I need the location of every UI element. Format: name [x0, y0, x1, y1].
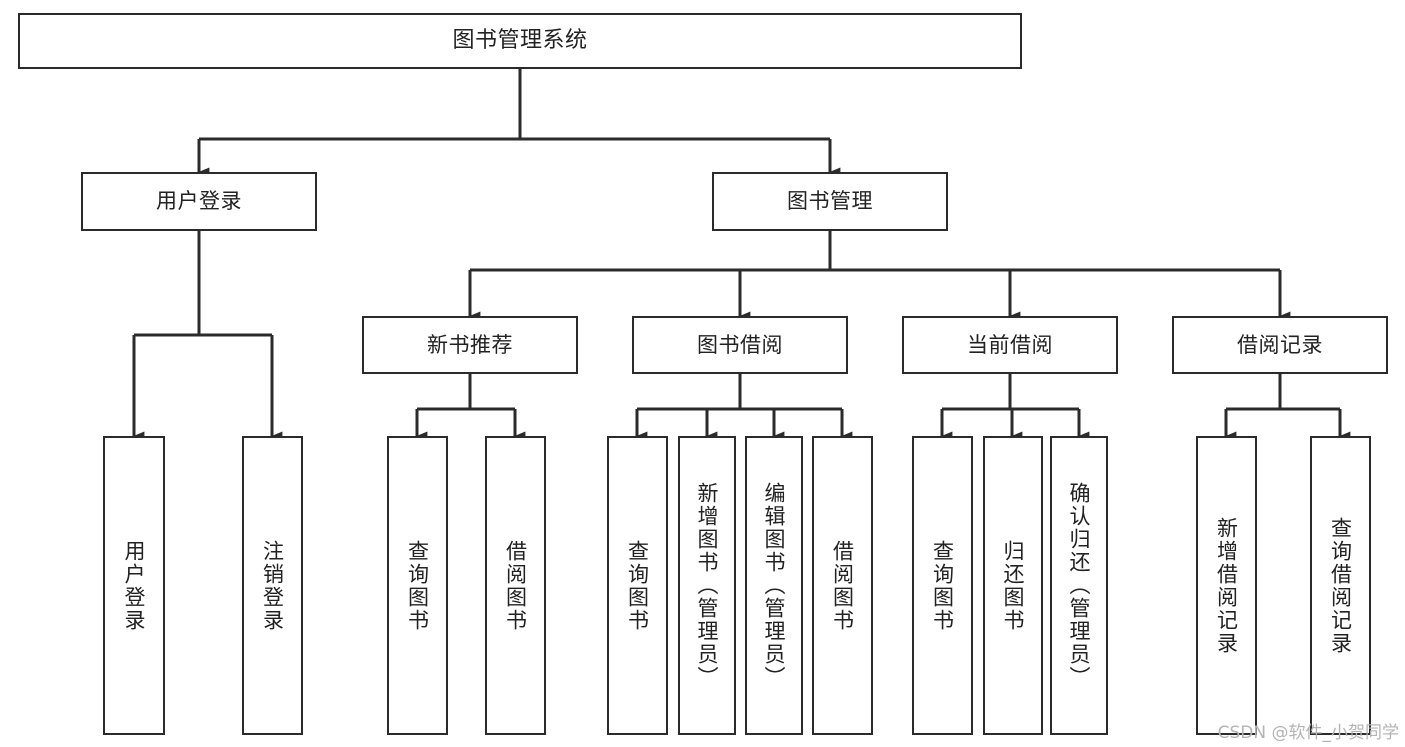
node-borrowing-records[interactable]: 借阅记录 — [1172, 316, 1388, 374]
leaf-add-book-admin[interactable]: 新增图书（管理员） — [678, 436, 736, 735]
leaf-query-books-borrowing[interactable]: 查询图书 — [607, 436, 668, 735]
node-root-library-management-system[interactable]: 图书管理系统 — [18, 13, 1022, 69]
node-label: 借阅图书 — [503, 539, 528, 632]
leaf-user-login[interactable]: 用户登录 — [103, 436, 165, 735]
node-new-book-recommendation[interactable]: 新书推荐 — [362, 316, 578, 374]
leaf-query-borrowing-record[interactable]: 查询借阅记录 — [1310, 436, 1371, 735]
node-label: 编辑图书（管理员） — [762, 482, 787, 689]
node-label: 查询图书 — [405, 539, 430, 632]
node-book-management[interactable]: 图书管理 — [712, 172, 948, 231]
leaf-borrow-books-borrowing[interactable]: 借阅图书 — [812, 436, 873, 735]
node-label: 图书管理 — [787, 189, 873, 214]
leaf-query-books-recommendation[interactable]: 查询图书 — [387, 436, 448, 735]
leaf-logout[interactable]: 注销登录 — [242, 436, 303, 735]
node-label: 查询借阅记录 — [1328, 516, 1353, 655]
node-label: 图书借阅 — [697, 332, 783, 357]
node-label: 借阅图书 — [830, 539, 855, 632]
node-user-login[interactable]: 用户登录 — [81, 172, 317, 231]
node-label: 借阅记录 — [1237, 332, 1323, 357]
leaf-add-borrowing-record[interactable]: 新增借阅记录 — [1196, 436, 1257, 735]
leaf-query-books-current[interactable]: 查询图书 — [912, 436, 973, 735]
node-label: 归还图书 — [1001, 539, 1026, 632]
watermark-text: CSDN @软件_小贺同学 — [1217, 723, 1399, 743]
node-label: 图书管理系统 — [452, 28, 588, 54]
node-label: 新增借阅记录 — [1214, 516, 1239, 655]
node-label: 查询图书 — [625, 539, 650, 632]
node-label: 查询图书 — [930, 539, 955, 632]
leaf-borrow-books-recommendation[interactable]: 借阅图书 — [485, 436, 546, 735]
node-label: 新书推荐 — [427, 332, 513, 357]
node-book-borrowing[interactable]: 图书借阅 — [632, 316, 848, 374]
node-label: 用户登录 — [156, 189, 242, 214]
node-label: 注销登录 — [260, 539, 285, 632]
node-label: 用户登录 — [122, 539, 147, 632]
leaf-return-books[interactable]: 归还图书 — [983, 436, 1043, 735]
node-current-borrowing[interactable]: 当前借阅 — [902, 316, 1118, 374]
connector-lines — [132, 69, 1351, 441]
node-label: 确认归还（管理员） — [1067, 482, 1092, 689]
node-label: 当前借阅 — [967, 332, 1053, 357]
leaf-confirm-return-admin[interactable]: 确认归还（管理员） — [1050, 436, 1108, 735]
leaf-edit-book-admin[interactable]: 编辑图书（管理员） — [745, 436, 803, 735]
node-label: 新增图书（管理员） — [695, 482, 720, 689]
